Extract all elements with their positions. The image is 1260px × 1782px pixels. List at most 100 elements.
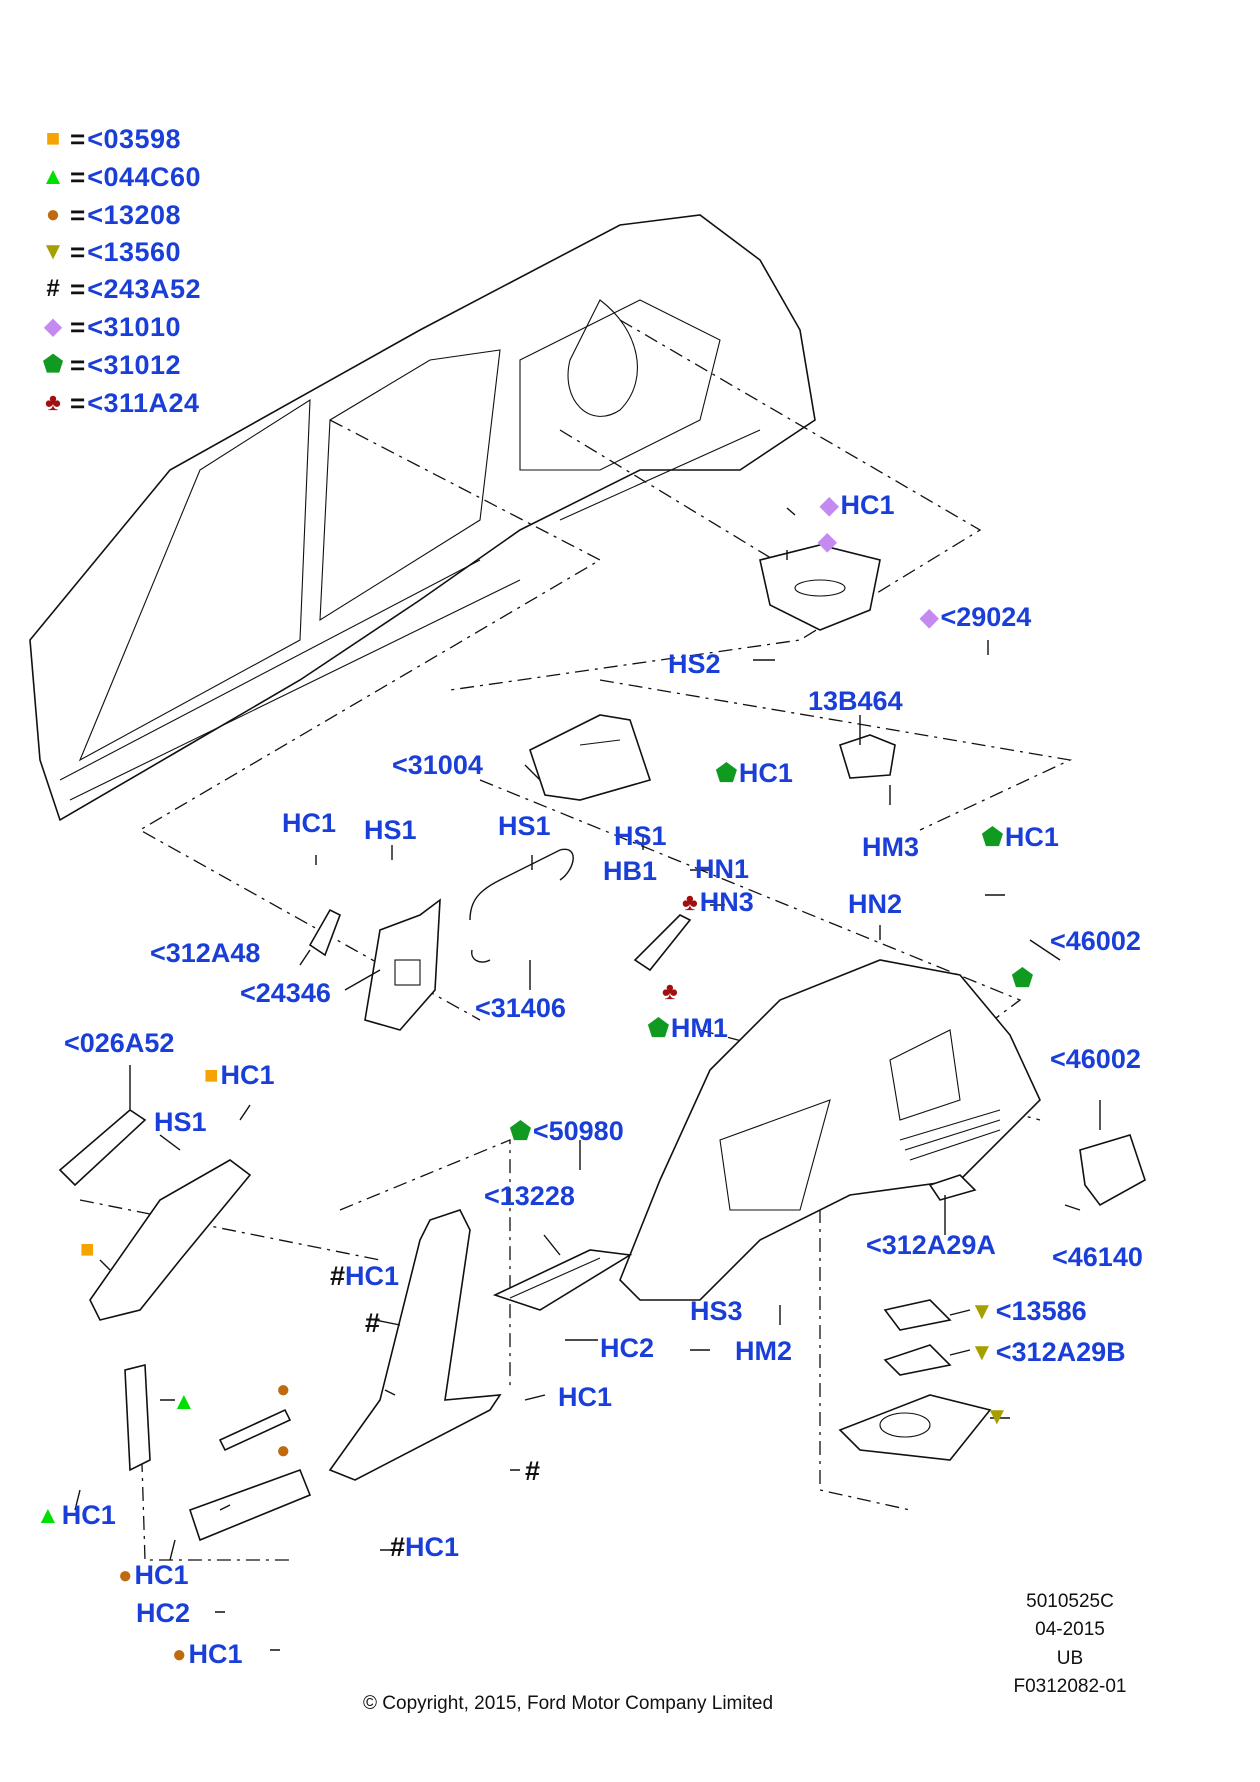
callout-hc1-triangle: ▲HC1 bbox=[36, 1500, 116, 1530]
green-pentagon-icon: ⬟ bbox=[42, 351, 64, 378]
legend-item-044c60: ▲ = <044C60 bbox=[40, 162, 201, 192]
orange-square-icon: ■ bbox=[80, 1236, 95, 1263]
callout-hc1-hash: #HC1 bbox=[390, 1532, 460, 1562]
bracket-hn bbox=[633, 914, 692, 972]
callout-hs1: HS1 bbox=[154, 1107, 207, 1137]
hash-icon: # bbox=[46, 275, 60, 302]
callout-31406: <31406 bbox=[475, 993, 566, 1023]
red-club-icon: ♣ bbox=[682, 889, 698, 916]
callout-hn2: HN2 bbox=[848, 889, 903, 919]
drawing-date: 04-2015 bbox=[1035, 1619, 1105, 1640]
callout-square-marker: ■ bbox=[80, 1236, 97, 1263]
olive-down-triangle-icon: ▼ bbox=[970, 1298, 994, 1325]
green-pentagon-icon: ⬟ bbox=[1012, 965, 1033, 992]
green-triangle-icon: ▲ bbox=[172, 1388, 196, 1415]
drawing-code: UB bbox=[1056, 1648, 1084, 1669]
callout-hash-marker: # bbox=[525, 1456, 541, 1486]
callout-hn3: ♣HN3 bbox=[682, 887, 754, 917]
legend-item-311a24: ♣ = <311A24 bbox=[40, 388, 200, 418]
red-club-icon: ♣ bbox=[662, 978, 678, 1005]
callout-46002: <46002 bbox=[1050, 1044, 1141, 1074]
legend-equals: = bbox=[70, 349, 86, 380]
green-triangle-icon: ▲ bbox=[36, 1502, 60, 1529]
legend-item-243a52: # = <243A52 bbox=[40, 274, 201, 304]
callout-hc1-circle: ●HC1 bbox=[118, 1560, 189, 1590]
violet-diamond-icon: ◆ bbox=[920, 604, 939, 631]
green-pentagon-icon: ⬟ bbox=[982, 824, 1003, 851]
legend-item-31010: ◆ = <31010 bbox=[40, 312, 181, 342]
orange-square-icon: ■ bbox=[45, 125, 61, 152]
legend-code: <311A24 bbox=[87, 387, 200, 418]
bracket-312a48 bbox=[308, 908, 342, 957]
legend-item-13560: ▼ = <13560 bbox=[40, 237, 181, 267]
bracket-312a29a bbox=[928, 1174, 977, 1201]
callout-29024: ◆<29024 bbox=[920, 602, 1032, 632]
callout-312a48: <312A48 bbox=[150, 938, 261, 968]
legend-item-03598: ■ = <03598 bbox=[40, 124, 181, 154]
legend-code: <044C60 bbox=[87, 161, 202, 192]
callout-13b464: 13B464 bbox=[808, 686, 903, 716]
pillar-trim-24346 bbox=[364, 898, 441, 1031]
legend-code: <31010 bbox=[87, 311, 182, 342]
hash-icon: # bbox=[390, 1532, 406, 1562]
a-pillar-trim bbox=[89, 1159, 252, 1321]
grab-handle-31406 bbox=[469, 848, 574, 963]
legend-code: <31012 bbox=[87, 349, 182, 380]
callout-hc2: HC2 bbox=[600, 1333, 655, 1363]
hash-icon: # bbox=[330, 1261, 346, 1291]
callout-50980: ⬟<50980 bbox=[510, 1116, 624, 1146]
callout-hs1: HS1 bbox=[364, 815, 417, 845]
legend-equals: = bbox=[70, 123, 86, 154]
callout-hs3: HS3 bbox=[690, 1296, 743, 1326]
copyright-notice: © Copyright, 2015, Ford Motor Company Li… bbox=[363, 1693, 774, 1714]
b-pillar-trim bbox=[328, 1209, 502, 1481]
brown-circle-icon: ● bbox=[118, 1562, 133, 1589]
lower-trim-044c60 bbox=[124, 1363, 151, 1472]
legend-item-31012: ⬟ = <31012 bbox=[40, 350, 181, 380]
callout-triangle-marker: ▲ bbox=[172, 1388, 198, 1415]
callout-hc1-circle: ●HC1 bbox=[172, 1639, 243, 1669]
callout-13586: ▼<13586 bbox=[970, 1296, 1087, 1326]
callout-hc1: HC1 bbox=[558, 1382, 613, 1412]
callout-hc1-square: ■HC1 bbox=[204, 1060, 275, 1090]
olive-down-triangle-icon: ▼ bbox=[985, 1403, 1009, 1430]
scuff-plate-13228 bbox=[492, 1249, 633, 1311]
violet-diamond-icon: ◆ bbox=[818, 528, 837, 555]
callout-hc2: HC2 bbox=[136, 1598, 191, 1628]
green-triangle-icon: ▲ bbox=[41, 163, 65, 190]
callout-46140: <46140 bbox=[1052, 1242, 1143, 1272]
callout-026a52: <026A52 bbox=[64, 1028, 175, 1058]
green-pentagon-icon: ⬟ bbox=[648, 1015, 669, 1042]
callout-brown-marker: ● bbox=[276, 1376, 293, 1403]
sill-plate bbox=[188, 1408, 312, 1542]
bracket-026a52 bbox=[58, 1108, 147, 1187]
callout-hc1-diamond: ◆HC1 bbox=[820, 490, 895, 520]
legend-equals: = bbox=[70, 311, 86, 342]
body-side-panel bbox=[29, 214, 816, 822]
callout-hc1-pentagon: ⬟HC1 bbox=[982, 822, 1059, 852]
drawing-number: 5010525C bbox=[1026, 1591, 1114, 1612]
callout-hc1-hash: #HC1 bbox=[330, 1261, 400, 1291]
floor-covers bbox=[838, 1299, 992, 1461]
callout-46002: <46002 bbox=[1050, 926, 1141, 956]
callout-31004: <31004 bbox=[392, 750, 483, 780]
legend-code: <243A52 bbox=[87, 273, 202, 304]
brown-circle-icon: ● bbox=[276, 1437, 291, 1464]
legend-code: <13560 bbox=[87, 236, 182, 267]
callout-312a29a: <312A29A bbox=[866, 1230, 996, 1260]
callout-hs1: HS1 bbox=[498, 811, 551, 841]
leader-lines bbox=[74, 507, 1101, 1651]
callout-pentagon-marker: ⬟ bbox=[1012, 965, 1035, 992]
violet-diamond-icon: ◆ bbox=[43, 313, 63, 340]
callout-24346: <24346 bbox=[240, 978, 331, 1008]
callout-hb1: HB1 bbox=[603, 856, 658, 886]
callout-diamond-marker: ◆ bbox=[818, 528, 838, 555]
legend-code: <13208 bbox=[87, 199, 182, 230]
legend-equals: = bbox=[70, 199, 86, 230]
callout-hm1: ⬟HM1 bbox=[648, 1013, 728, 1043]
callout-hs2: HS2 bbox=[668, 649, 721, 679]
callout-hc1-pentagon: ⬟HC1 bbox=[716, 758, 793, 788]
panel-31010 bbox=[759, 544, 881, 631]
drawing-reference: F0312082-01 bbox=[1013, 1676, 1127, 1697]
